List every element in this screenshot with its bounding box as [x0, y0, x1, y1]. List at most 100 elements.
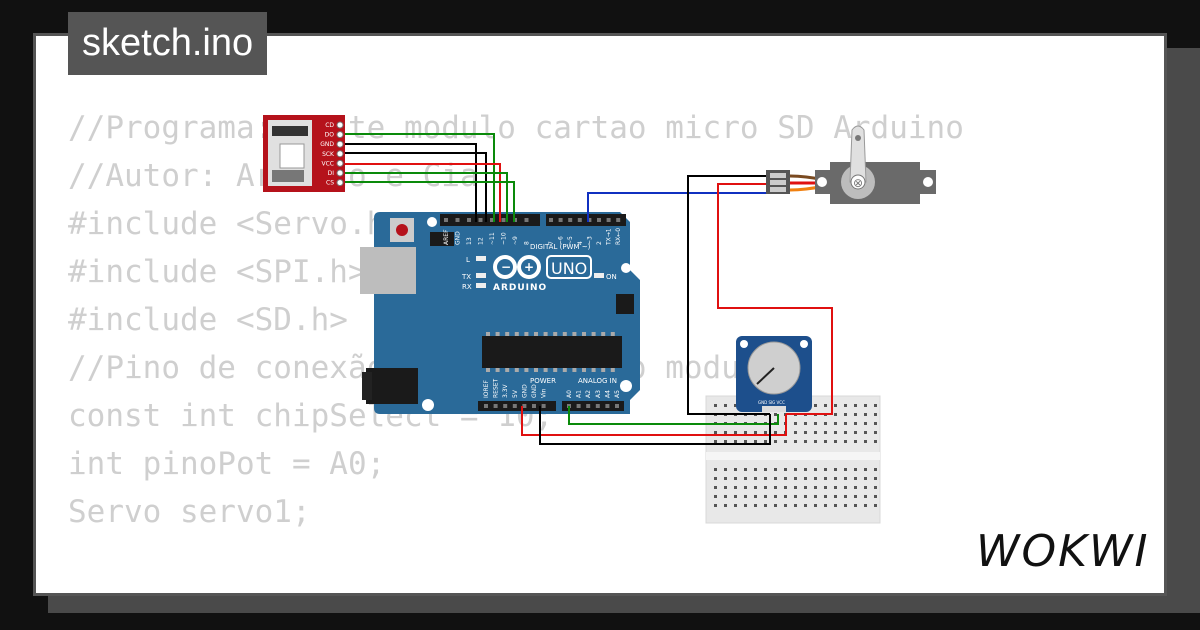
breadboard-hole: [714, 440, 717, 443]
wires: [345, 133, 833, 445]
board-brand: ARDUINO: [493, 283, 547, 293]
breadboard-hole: [794, 422, 797, 425]
chip-pin: [543, 332, 548, 336]
analog-pin[interactable]: [605, 404, 610, 408]
sd-pin[interactable]: [336, 169, 344, 177]
digital-pin[interactable]: [587, 218, 592, 222]
power-pin[interactable]: [512, 404, 517, 408]
digital-pin-label: 4: [577, 241, 584, 245]
breadboard-hole: [874, 504, 877, 507]
digital-pin[interactable]: [549, 218, 553, 222]
digital-pin-label: TX→1: [606, 228, 613, 246]
breadboard-hole: [804, 486, 807, 489]
led-tx-label: TX: [461, 273, 471, 281]
digital-pin[interactable]: [558, 218, 563, 222]
breadboard-hole: [714, 495, 717, 498]
breadboard-hole: [734, 477, 737, 480]
sd-pin[interactable]: [336, 179, 344, 187]
sd-pin[interactable]: [336, 150, 344, 158]
breadboard-hole: [754, 495, 757, 498]
analog-pin[interactable]: [595, 404, 600, 408]
breadboard-hole: [854, 477, 857, 480]
breadboard-hole: [834, 486, 837, 489]
svg-text:−: −: [501, 260, 511, 274]
analog-pin[interactable]: [615, 404, 619, 408]
power-pin[interactable]: [522, 404, 527, 408]
power-pin[interactable]: [493, 404, 498, 408]
sd-pin-label: CS: [326, 180, 334, 187]
chip-pin: [591, 368, 596, 372]
power-pin-label: GND: [521, 384, 528, 398]
breadboard-hole: [844, 440, 847, 443]
breadboard-hole: [854, 504, 857, 507]
power-pin[interactable]: [484, 404, 488, 408]
sketch-file-tab[interactable]: sketch.ino: [68, 12, 268, 75]
breadboard-hole: [774, 486, 777, 489]
digital-pin[interactable]: [568, 218, 573, 222]
sd-pin-label: DI: [328, 170, 335, 177]
digital-pin[interactable]: [597, 218, 601, 222]
chip-pin: [553, 332, 558, 336]
arduino-infinity-logo-icon: [493, 255, 541, 279]
power-pin[interactable]: [532, 404, 536, 408]
power-pin[interactable]: [541, 404, 546, 408]
digital-pin-label: GND: [455, 231, 462, 245]
breadboard-hole: [794, 431, 797, 434]
breadboard-hole: [874, 422, 877, 425]
breadboard-hole: [774, 504, 777, 507]
analog-pin[interactable]: [586, 404, 591, 408]
sd-pin-label: SCK: [322, 151, 335, 158]
breadboard-hole: [774, 477, 777, 480]
breadboard-hole: [844, 504, 847, 507]
chip-pin: [486, 368, 490, 372]
breadboard-hole: [854, 431, 857, 434]
digital-pin-label: 8: [524, 241, 531, 245]
breadboard-hole: [844, 486, 847, 489]
code-line: #include <SD.h>: [68, 302, 348, 338]
led-rx: [476, 283, 486, 288]
digital-pin[interactable]: [524, 218, 529, 222]
sd-pin[interactable]: [336, 140, 344, 148]
digital-pin[interactable]: [606, 218, 611, 222]
breadboard-hole: [754, 431, 757, 434]
on-label: ON: [606, 273, 617, 281]
breadboard-hole: [744, 468, 747, 471]
digital-pin[interactable]: [478, 218, 483, 222]
digital-pin-label: 7: [548, 241, 555, 245]
breadboard-hole: [804, 477, 807, 480]
sd-pin[interactable]: [336, 131, 344, 139]
power-pin[interactable]: [503, 404, 508, 408]
breadboard-hole: [864, 440, 867, 443]
digital-pin[interactable]: [455, 218, 460, 222]
digital-pin[interactable]: [577, 218, 582, 222]
sd-pin-label: DO: [325, 132, 335, 139]
breadboard-hole: [844, 495, 847, 498]
breadboard-hole: [724, 468, 727, 471]
breadboard-hole: [734, 404, 737, 407]
potentiometer: GND SIG VCC: [736, 336, 812, 412]
wokwi-logo[interactable]: WOKWI: [976, 526, 1150, 577]
breadboard-hole: [824, 486, 827, 489]
breadboard-hole: [814, 422, 817, 425]
digital-pin[interactable]: [501, 218, 506, 222]
atmega-chip: [482, 336, 622, 368]
digital-pin[interactable]: [490, 218, 494, 222]
breadboard-hole: [834, 504, 837, 507]
chip-pin: [582, 368, 586, 372]
breadboard-hole: [834, 477, 837, 480]
sd-pin[interactable]: [336, 121, 344, 129]
led-on: [594, 273, 604, 278]
digital-pin-label: 12: [478, 237, 485, 245]
breadboard-hole: [794, 440, 797, 443]
breadboard-hole: [854, 413, 857, 416]
breadboard-hole: [874, 404, 877, 407]
led-rx-label: RX: [462, 283, 472, 291]
breadboard-hole: [834, 422, 837, 425]
digital-pin[interactable]: [444, 218, 448, 222]
digital-pin[interactable]: [616, 218, 621, 222]
sd-pin[interactable]: [336, 159, 344, 167]
breadboard-hole: [714, 431, 717, 434]
analog-pin[interactable]: [576, 404, 581, 408]
breadboard-hole: [734, 495, 737, 498]
digital-pin[interactable]: [467, 218, 471, 222]
